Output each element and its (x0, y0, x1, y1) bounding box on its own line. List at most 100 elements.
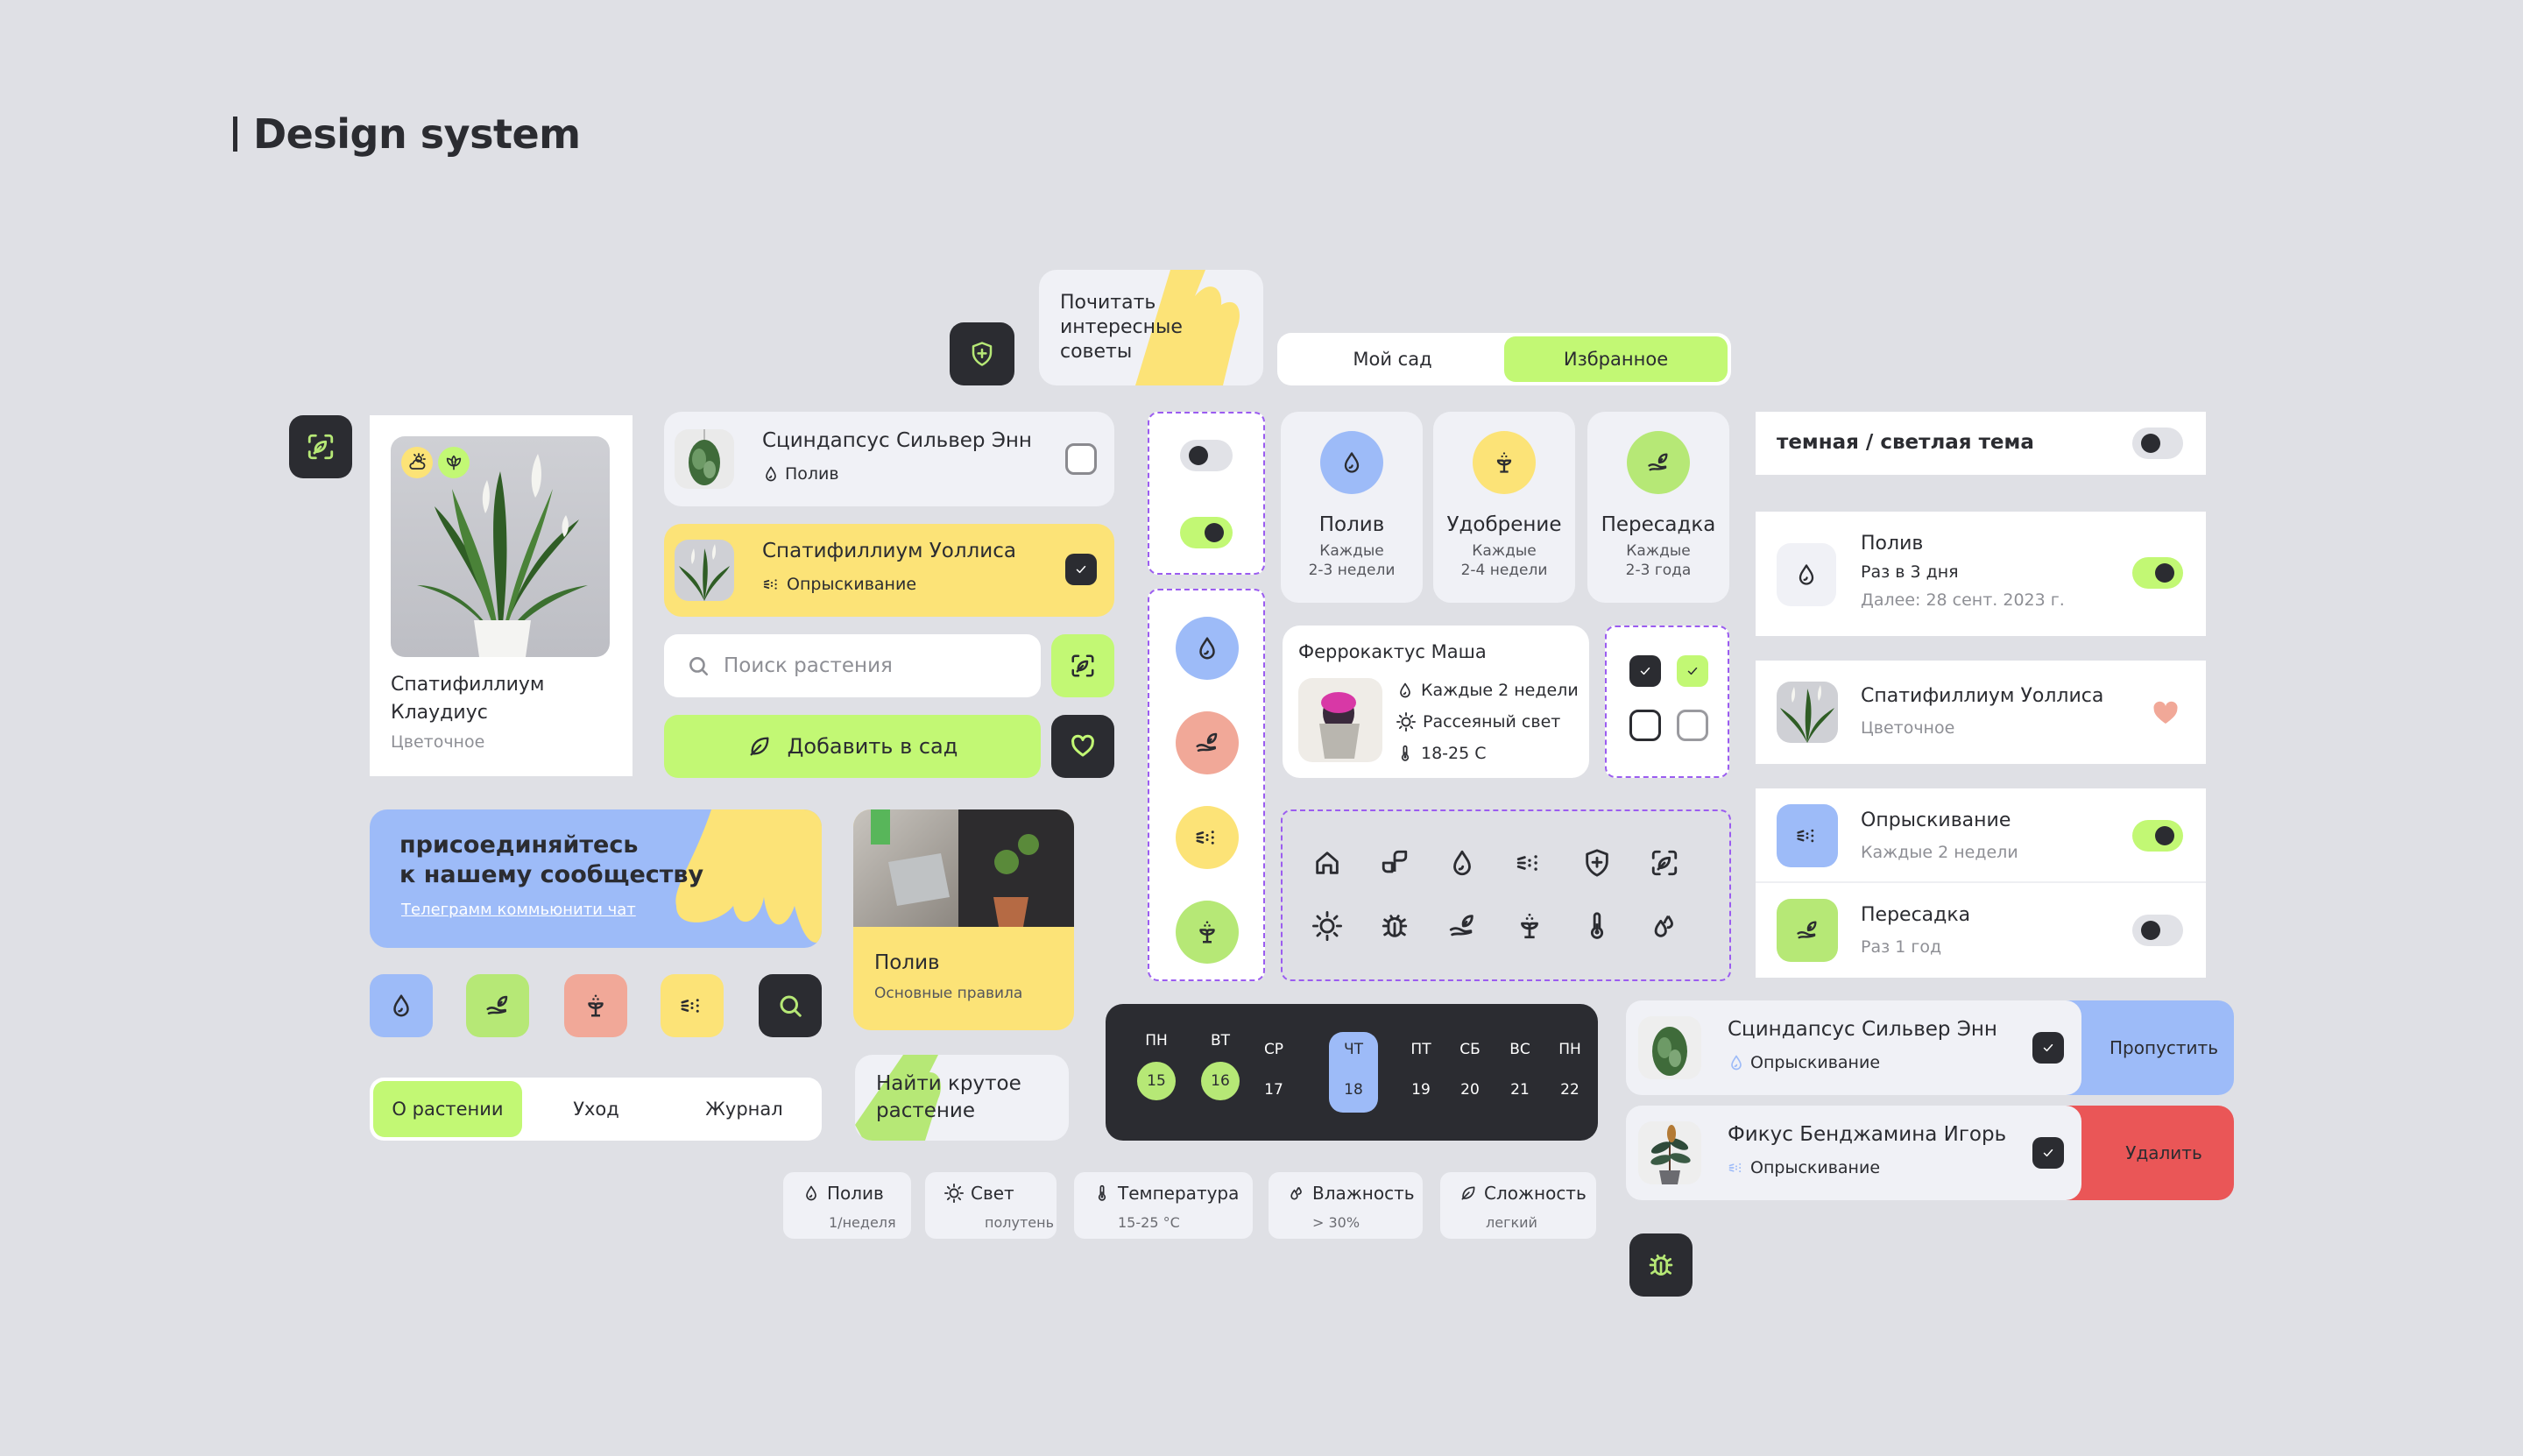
tips-card[interactable]: Почитать интересные советы (1039, 270, 1263, 385)
check-icon (1685, 663, 1700, 679)
watering-toggle[interactable] (2132, 557, 2183, 589)
hand-plant-icon (1447, 911, 1477, 941)
calendar-day[interactable]: ПН 22 (1558, 1041, 1581, 1099)
thermometer-icon (1582, 911, 1612, 941)
checkbox-unchecked[interactable] (1629, 710, 1661, 741)
sprout-fertilize-icon (1515, 911, 1544, 941)
calendar-day[interactable]: ВТ 16 (1194, 1032, 1247, 1100)
drop-icon (1447, 848, 1477, 878)
toggle-off[interactable] (1180, 440, 1233, 471)
care-card-title: Полив (1318, 513, 1385, 536)
search-placeholder: Поиск растения (724, 654, 893, 677)
thermometer-icon (1396, 745, 1414, 762)
pest-button[interactable] (1629, 1233, 1693, 1297)
swipe-task: Опрыскивание (1728, 1158, 1880, 1177)
repot-button[interactable] (466, 974, 529, 1037)
toggle-on[interactable] (1180, 517, 1233, 548)
favorite-button[interactable] (1051, 715, 1114, 778)
water-circle[interactable] (1176, 617, 1239, 680)
plant-card[interactable]: Спатифиллиум Клаудиус Цветочное (370, 415, 633, 776)
shield-button[interactable] (950, 322, 1014, 385)
spray-icon (1515, 848, 1544, 878)
drop-icon (388, 993, 414, 1019)
water-button[interactable] (370, 974, 433, 1037)
fertilize-button[interactable] (564, 974, 627, 1037)
calendar-day[interactable]: ПТ 19 (1410, 1041, 1431, 1099)
task-plant-name: Сциндапсус Сильвер Энн (762, 429, 1032, 452)
theme-setting: темная / светлая тема (1756, 412, 2206, 475)
plant-category: Цветочное (391, 732, 485, 752)
plant-detail-tabs: О растении Уход Журнал (370, 1078, 822, 1141)
checkbox-unchecked-disabled[interactable] (1677, 710, 1708, 741)
repot-toggle[interactable] (2132, 915, 2183, 946)
tab-care[interactable]: Уход (573, 1099, 619, 1120)
care-settings-list: Опрыскивание Каждые 2 недели Пересадка Р… (1756, 788, 2206, 978)
search-input[interactable]: Поиск растения (664, 634, 1041, 697)
thermometer-icon (1093, 1184, 1111, 1202)
calendar-day[interactable]: ПН 15 (1130, 1032, 1183, 1100)
calendar-day[interactable]: СБ 20 (1459, 1041, 1481, 1099)
spray-toggle[interactable] (2132, 820, 2183, 852)
find-plant-card[interactable]: Найти крутое растение (855, 1055, 1069, 1141)
skip-action-button[interactable]: Пропустить (2059, 1000, 2234, 1095)
task-item[interactable]: Спатифиллиум Уоллиса Опрыскивание (664, 524, 1114, 617)
tab-journal[interactable]: Журнал (705, 1099, 783, 1120)
fertilize-circle[interactable] (1176, 901, 1239, 964)
spray-circle[interactable] (1176, 806, 1239, 869)
flower-badge (438, 447, 470, 478)
add-to-garden-button[interactable]: Добавить в сад (664, 715, 1041, 778)
scan-search-button[interactable] (1051, 634, 1114, 697)
favorite-plant-category: Цветочное (1861, 718, 1955, 738)
watering-title: Полив (1861, 533, 1924, 555)
spray-button[interactable] (661, 974, 724, 1037)
delete-action-button[interactable]: Удалить (2059, 1106, 2234, 1200)
swipe-item-content: Сциндапсус Сильвер Энн Опрыскивание (1626, 1000, 2081, 1095)
spray-icon (762, 575, 781, 594)
task-item[interactable]: Сциндапсус Сильвер Энн Полив (664, 412, 1114, 506)
partly-cloudy-icon (406, 452, 428, 473)
swipe-item[interactable]: Пропустить Сциндапсус Сильвер Энн Опрыск… (1626, 1000, 2234, 1095)
drop-icon (1194, 635, 1220, 661)
article-card[interactable]: Полив Основные правила (853, 809, 1074, 1030)
plant-photo (391, 436, 610, 657)
drop-icon (1794, 562, 1819, 587)
cactus-card[interactable]: Феррокактус Маша Каждые 2 недели Рассеян… (1283, 626, 1589, 778)
telegram-chat-link[interactable]: Телеграмм коммьюнити чат (401, 901, 636, 919)
swipe-checkbox-checked[interactable] (2032, 1032, 2064, 1064)
check-icon (2040, 1040, 2056, 1056)
care-card-icon-bg (1320, 431, 1383, 494)
repot-circle[interactable] (1176, 711, 1239, 774)
drop-icon (1396, 682, 1414, 699)
tab-about-plant[interactable]: О растении (373, 1081, 522, 1137)
task-checkbox-checked[interactable] (1065, 554, 1097, 585)
task-checkbox[interactable] (1065, 443, 1097, 475)
calendar-day[interactable]: ВС 21 (1509, 1041, 1530, 1099)
swipe-item[interactable]: Удалить Фикус Бенджамина Игорь Опрыскива… (1626, 1106, 2234, 1200)
calendar-day[interactable]: СР 17 (1263, 1041, 1284, 1099)
plant-thumbnail (675, 540, 734, 601)
search-button[interactable] (759, 974, 822, 1037)
theme-toggle[interactable] (2132, 428, 2183, 459)
swipe-checkbox-checked[interactable] (2032, 1137, 2064, 1169)
scan-leaf-icon (1070, 653, 1096, 679)
heart-filled-icon[interactable] (2152, 699, 2180, 727)
scan-plant-button[interactable] (289, 415, 352, 478)
hand-plant-icon (1795, 918, 1820, 943)
spray-icon (679, 993, 705, 1019)
page-title-text: Design system (253, 110, 581, 158)
swipe-plant-name: Фикус Бенджамина Игорь (1728, 1123, 2007, 1146)
tab-my-garden[interactable]: Мой сад (1353, 349, 1432, 370)
calendar-day-today[interactable]: ЧТ 18 (1343, 1041, 1364, 1099)
checkbox-dark-checked[interactable] (1629, 655, 1661, 687)
task-plant-name: Спатифиллиум Уоллиса (762, 540, 1016, 562)
favorite-item[interactable]: Спатифиллиум Уоллиса Цветочное (1756, 661, 2206, 764)
community-banner[interactable]: присоединяйтесь к нашему сообществу Теле… (370, 809, 822, 948)
tab-favorites[interactable]: Избранное (1504, 336, 1728, 382)
find-plant-text: Найти крутое растение (876, 1072, 1021, 1122)
scan-leaf-icon (1650, 848, 1679, 878)
checkbox-green-checked[interactable] (1677, 655, 1708, 687)
tips-text: Почитать интересные советы (1060, 292, 1183, 363)
